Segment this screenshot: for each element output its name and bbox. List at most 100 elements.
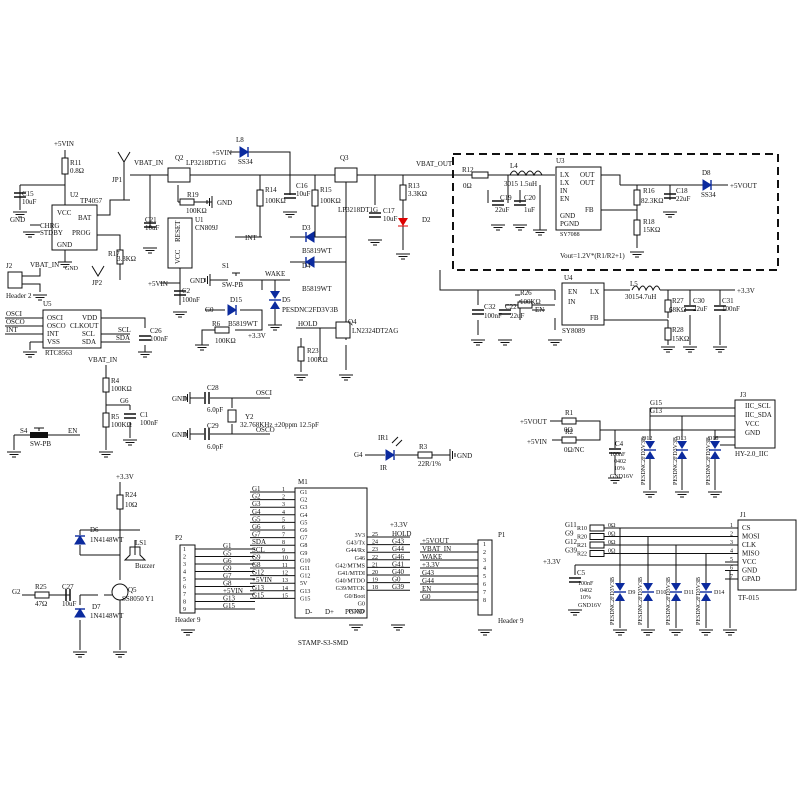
r26-value: 100KΩ	[520, 298, 541, 306]
p2-pin-net: G6	[223, 557, 232, 565]
m1-left-pin-name: G5	[300, 520, 307, 526]
p1-pin-net: +3.3V	[422, 561, 440, 569]
m1-right-net: G44	[392, 545, 405, 553]
u4-ref: U4	[564, 274, 573, 282]
plus3v3-label-m1: +3.3V	[390, 521, 408, 529]
r18-value: 15KΩ	[643, 226, 660, 234]
c20-ref: C20	[524, 194, 536, 202]
m1-left-pin-number: 1	[282, 487, 285, 493]
u5-part: RTC8563	[45, 349, 73, 357]
d9-part: PESDNC2FD3V3B	[610, 577, 616, 625]
r27-ref: R27	[672, 297, 684, 305]
j1-resistor-ref: R21	[577, 543, 587, 549]
m1-right-pins: 3V3G43/TxG44/RxG46G42/MTMSG41/MTDIG40/MT…	[335, 530, 411, 615]
p2-pin-net: G13	[223, 595, 236, 603]
m1-left-net: G15	[252, 591, 265, 599]
m1-right-net: G40	[392, 568, 405, 576]
u3-pin-lx2: LX	[560, 179, 569, 187]
q2-part: LP3218DT1G	[186, 159, 226, 167]
p2-pin-number: 3	[183, 562, 186, 568]
plus5vout-label-b: +5VOUT	[520, 418, 548, 426]
g4-ir-net: G4	[354, 451, 363, 459]
plus5vout-label-a: +5VOUT	[730, 182, 758, 190]
d4-part: B5819WT	[302, 285, 332, 293]
q3-ref: Q3	[340, 154, 349, 162]
r28-value: 15KΩ	[672, 335, 689, 343]
r3-ref: R3	[419, 443, 428, 451]
gnd-label: GND	[172, 395, 187, 403]
crystal-section: GND GND C28 6.0pF C29 6.0pF Y2 32.768KHz…	[172, 384, 319, 451]
r14-resistor	[256, 189, 264, 207]
c28-ref: C28	[207, 384, 219, 392]
l8-ref: L8	[236, 136, 244, 144]
jp1-ref: JP1	[112, 176, 123, 184]
j1-series-resistor	[589, 533, 605, 540]
g0-net-label: G0	[205, 306, 214, 314]
m1-right-pin-name: PGND	[349, 609, 366, 615]
r16-resistor	[633, 189, 641, 206]
r11-value: 0.8Ω	[70, 167, 84, 175]
gnd-label: GND	[172, 431, 187, 439]
top-supply-label: +5VIN	[212, 149, 232, 157]
u5-pin-clkout: CLKOUT	[70, 322, 99, 330]
ss34-part: SS34	[238, 158, 253, 166]
c26-value: 100nF	[150, 335, 168, 343]
u1-supply-label: +5VIN	[148, 280, 168, 288]
c19-value: 22uF	[495, 206, 510, 214]
r18-ref: R18	[643, 218, 655, 226]
c5-ref: C5	[577, 569, 586, 577]
g2-buzzer-net: G2	[12, 588, 21, 596]
m1-left-pin-number: 7	[282, 533, 285, 539]
p1-pin-number: 6	[483, 582, 486, 588]
d13-part: PESDNC2FD3V3B	[673, 437, 679, 485]
boost-dashed-box	[452, 153, 779, 271]
u2-pin-gnd: GND	[57, 241, 72, 249]
ls1-ref: LS1	[135, 539, 147, 547]
j1-series-resistor	[589, 541, 605, 549]
r25-value: 47Ω	[35, 600, 47, 608]
y2-ref: Y2	[245, 413, 254, 421]
u3-part: SY7088	[560, 232, 580, 238]
d15-part: B5819WT	[228, 320, 258, 328]
m1-right-pin-name: G39/MTCK	[336, 586, 366, 592]
m1-left-pin-number: 12	[282, 571, 288, 577]
hold-label-a: HOLD	[298, 320, 317, 328]
u2-pin-vcc: VCC	[57, 209, 72, 217]
d7-ref: D7	[92, 603, 101, 611]
j3-ref: J3	[740, 391, 747, 399]
m1-name: STAMP-S3-SMD	[298, 639, 348, 647]
vout-formula: Vout=1.2V*(R1/R2+1)	[560, 252, 625, 260]
u5-ic	[42, 309, 102, 349]
r23-ref: R23	[307, 347, 319, 355]
s4-section: S4 SW-PB EN	[6, 427, 80, 458]
c30-ref: C30	[693, 297, 705, 305]
p1-pin-number: 8	[483, 598, 486, 604]
osci-net-b: OSCI	[256, 389, 273, 397]
r25-resistor	[34, 591, 50, 599]
d3-ref: D3	[302, 224, 311, 232]
j1-net: G9	[565, 530, 574, 538]
r17-ref: R17	[108, 250, 120, 258]
plus5vin-label-b: +5VIN	[527, 438, 547, 446]
c31-ref: C31	[722, 297, 734, 305]
r15-value: 100KΩ	[320, 197, 341, 205]
gnd-label: GND	[217, 199, 232, 207]
c4-tol: 10%	[614, 466, 625, 472]
q5-ref: Q5	[128, 586, 137, 594]
c5-voltage: GND16V	[578, 603, 602, 609]
u1-pin-reset: RESET	[174, 220, 182, 242]
r12-resistor	[471, 171, 489, 179]
int-net-label: INT	[245, 234, 257, 242]
m1-module	[294, 487, 368, 619]
r5-value: 100KΩ	[111, 421, 132, 429]
r13-resistor	[399, 184, 407, 201]
m1-right-net: G39	[392, 583, 405, 591]
j1-net: G11	[565, 521, 577, 529]
c31-value: 100nF	[722, 305, 740, 313]
en-net-b: EN	[535, 306, 544, 314]
jp2-ref: JP2	[92, 279, 103, 287]
m1-left-pin-number: 5	[282, 517, 285, 523]
ir1-ref: IR1	[378, 434, 389, 442]
